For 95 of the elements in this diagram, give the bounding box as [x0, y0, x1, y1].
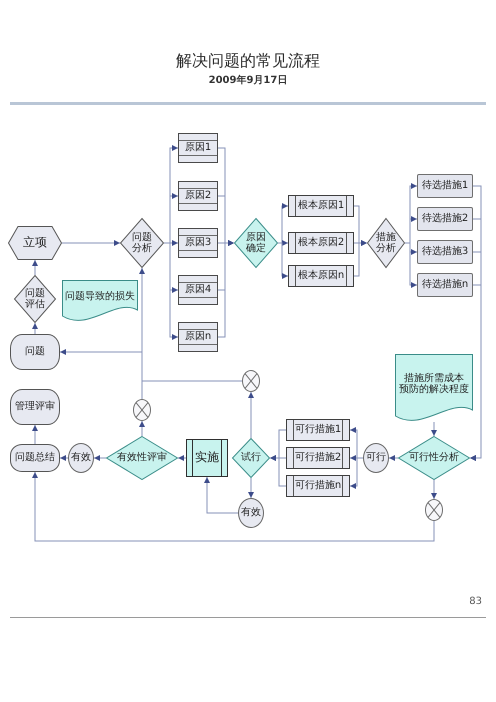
connector-arrow — [32, 472, 434, 542]
node-label: 问题评估 — [24, 288, 46, 310]
decision-diamond — [120, 218, 164, 268]
connector-arrow — [139, 420, 145, 436]
node-label: 待选措施3 — [422, 246, 468, 258]
process-box — [286, 419, 350, 441]
process-box — [288, 265, 354, 287]
connector-arrow — [204, 476, 238, 514]
date-label: 2009年9月17日 — [208, 75, 288, 87]
node-label: 预防的解决程度 — [399, 384, 469, 396]
node-label: 原因确定 — [246, 232, 266, 254]
node-label: 根本原因n — [298, 270, 344, 282]
start-hexagon — [8, 226, 62, 260]
process-box — [286, 447, 350, 469]
connector-arrow — [32, 260, 38, 276]
junction-symbol — [425, 499, 443, 521]
decision-diamond — [106, 436, 178, 480]
node-label: 问题导致的损失 — [65, 291, 135, 303]
connector-arrow — [431, 422, 437, 436]
rounded-box — [10, 389, 60, 425]
connector-arrow — [178, 455, 186, 461]
node-label: 根本原因1 — [298, 200, 344, 212]
node-label: 有效性评审 — [117, 452, 167, 464]
rounded-box — [10, 334, 60, 370]
process-box — [178, 181, 218, 211]
node-label: 原因1 — [184, 142, 212, 154]
node-label: 实施 — [195, 451, 219, 465]
process-box — [288, 195, 354, 217]
connector-arrow — [248, 478, 254, 498]
connector-arrow — [94, 455, 106, 461]
node-label: 可行措施1 — [294, 424, 342, 436]
connector-arrow — [431, 480, 437, 500]
connector-arrow — [60, 455, 68, 461]
node-label: 待选措施2 — [422, 213, 468, 225]
process-box — [288, 232, 354, 254]
decision-diamond — [398, 436, 470, 480]
node-label: 可行性分析 — [409, 452, 459, 464]
node-label: 待选措施1 — [422, 180, 468, 192]
node-label: 原因3 — [184, 237, 212, 249]
connector-arrow — [248, 392, 254, 438]
process-box — [286, 475, 350, 497]
node-label: 原因2 — [184, 190, 212, 202]
process-box — [178, 322, 218, 352]
connector-arrow — [32, 424, 38, 444]
diagram-title: 解决问题的常见流程 — [176, 51, 320, 71]
node-label: 原因n — [184, 331, 212, 343]
node-label: 试行 — [241, 452, 261, 464]
connector-arrow — [164, 242, 178, 340]
page-number: 83 — [469, 596, 482, 608]
node-label: 可行措施n — [294, 480, 342, 492]
connector-arrow — [62, 240, 120, 246]
rounded-box — [10, 444, 60, 472]
document-shape — [395, 354, 473, 422]
node-label: 可行 — [366, 452, 386, 464]
node-label: 原因4 — [184, 284, 212, 296]
process-box — [186, 439, 228, 477]
process-box — [178, 228, 218, 258]
process-box — [178, 275, 218, 305]
decision-diamond — [234, 218, 278, 268]
node-label: 待选措施n — [422, 279, 468, 291]
connector-arrow — [32, 322, 38, 334]
process-box — [417, 240, 473, 264]
decision-diamond — [14, 275, 56, 323]
decision-diamond — [367, 218, 405, 268]
process-box — [178, 133, 218, 163]
node-label: 根本原因2 — [298, 237, 344, 249]
junction-symbol — [133, 399, 151, 421]
connector-arrow — [470, 284, 482, 461]
status-oval — [68, 443, 94, 473]
process-box — [417, 273, 473, 297]
connector-arrow — [350, 458, 364, 489]
connector-arrow — [388, 455, 398, 461]
connector-arrow — [218, 240, 234, 338]
node-label: 有效 — [241, 507, 261, 519]
junction-symbol — [242, 370, 260, 392]
connector-arrow — [404, 242, 418, 288]
decision-diamond — [232, 438, 270, 478]
status-oval — [363, 443, 389, 473]
node-label: 措施所需成本 — [404, 372, 464, 384]
node-label: 问题总结 — [15, 452, 55, 464]
status-oval — [238, 498, 264, 528]
connector-arrow — [60, 349, 142, 400]
node-label: 可行措施2 — [294, 452, 342, 464]
connector-arrow — [139, 268, 242, 382]
node-label: 措施分析 — [376, 232, 396, 254]
process-box — [417, 174, 473, 198]
node-label: 有效 — [71, 452, 91, 464]
node-label: 问题 — [25, 346, 45, 358]
node-label: 问题分析 — [132, 232, 152, 254]
document-shape — [62, 280, 138, 322]
node-label: 立项 — [23, 236, 47, 250]
node-label: 管理评审 — [15, 401, 55, 413]
connector-arrow — [354, 240, 368, 276]
process-box — [417, 207, 473, 231]
connector-arrow — [270, 455, 286, 486]
